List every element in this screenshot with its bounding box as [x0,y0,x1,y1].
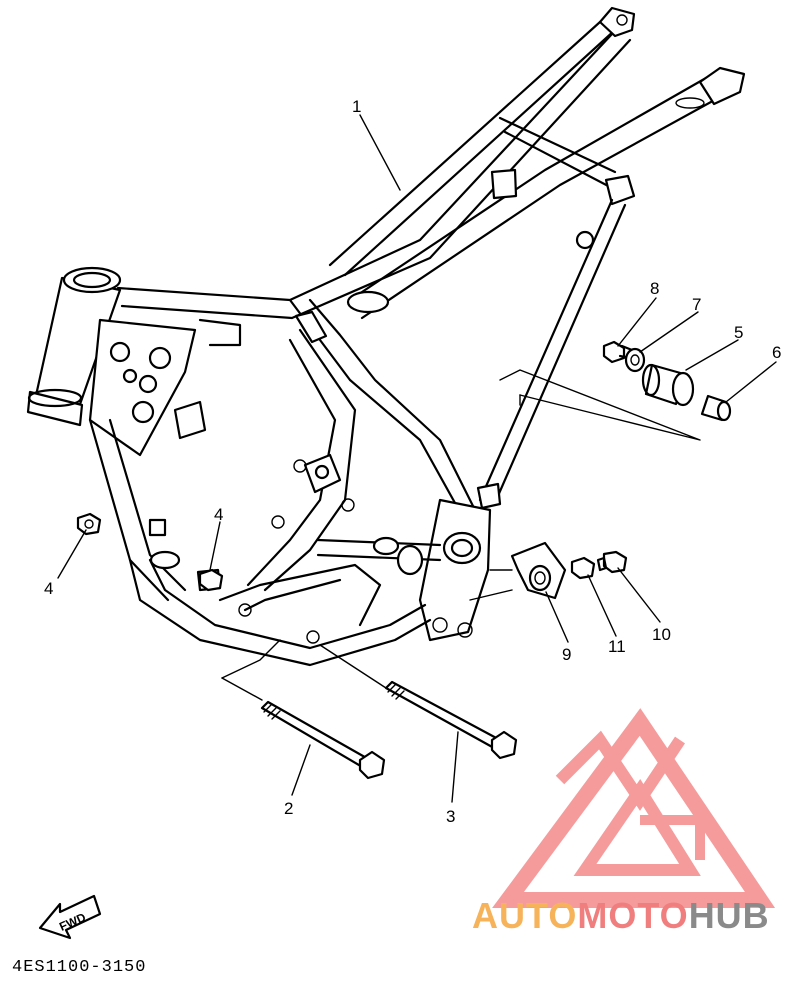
part-2-long-bolt [260,700,386,780]
lower-cradle [128,550,432,667]
callout-4-center: 4 [214,505,223,524]
callout-7: 7 [692,295,701,314]
rear-cross-member [346,116,636,314]
part-11-nut [570,556,596,580]
callout-6: 6 [772,343,781,362]
fwd-arrow: FWD [38,894,102,940]
watermark-moto: MOTO [577,895,689,936]
subframe-lower [476,198,627,510]
assembly-guide-5-8 [499,369,701,441]
callout-9: 9 [562,645,571,664]
part-3-long-bolt [384,680,518,760]
part-6-sleeve [700,394,732,422]
part-7-washer [624,347,646,373]
assembly-guide-9-11 [469,569,513,601]
part-number-code: 4ES1100-3150 [12,958,147,977]
top-tubes [116,6,746,320]
callout-4-left: 4 [44,579,53,598]
steering-head [26,266,122,427]
pivot-area [316,498,492,642]
assembly-guide-2 [221,639,281,701]
main-frame [26,6,746,667]
callouts: 1 2 3 4 4 5 6 7 8 9 10 11 [44,97,781,826]
callout-8: 8 [650,279,659,298]
watermark-logo [492,708,776,908]
part-5-collar [641,363,695,407]
callout-2: 2 [284,799,293,818]
main-spar [198,298,482,532]
callout-5: 5 [734,323,743,342]
part-10-bolt [596,550,628,574]
watermark-hub: HUB [688,895,770,936]
callout-1: 1 [352,97,361,116]
callout-11: 11 [608,637,626,656]
part-9-engine-bracket [510,541,567,600]
watermark-auto: AUTO [472,895,578,936]
watermark-text: AUTOMOTOHUB [472,895,770,937]
leader-lines [57,114,777,803]
head-gusset [88,318,197,457]
callout-10: 10 [652,625,671,644]
engine-cradle [173,328,357,592]
part-4-bolt-center [198,568,224,592]
callout-3: 3 [446,807,455,826]
part-4-bolt-left [76,512,102,536]
assembly-guide-3 [319,644,387,689]
